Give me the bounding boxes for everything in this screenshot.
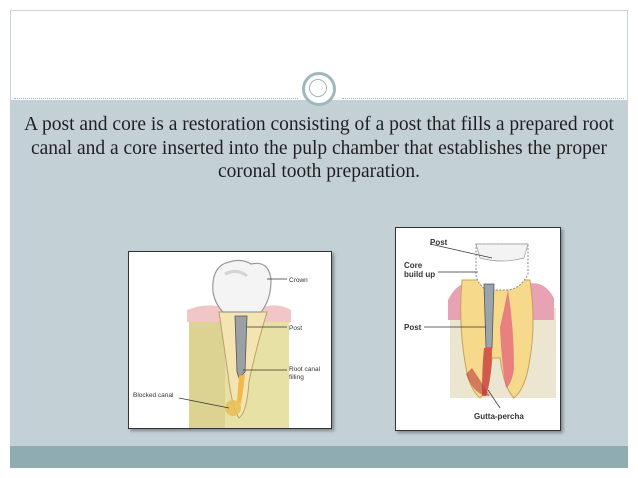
label-crown: Crown: [289, 277, 308, 284]
ring-inner: [309, 79, 327, 97]
label-post: Post: [289, 325, 302, 332]
pulp-canal: [500, 290, 514, 388]
apex-lesion: [466, 368, 490, 396]
core-top: [475, 243, 529, 262]
metal-post: [234, 315, 248, 379]
bone-shade-left: [189, 310, 225, 428]
gum-left: [187, 305, 225, 322]
gutta-percha-fill: [482, 348, 492, 396]
divider-right: [342, 98, 624, 100]
root-canal-filling: [237, 374, 245, 404]
label-build-up: build up: [404, 270, 435, 279]
blocked-canal-mark: [225, 400, 241, 416]
footer-bar: [10, 446, 628, 468]
leader-blocked-canal: [178, 397, 230, 409]
label-blocked-canal: Blocked canal: [133, 392, 174, 399]
label-filling: filling: [289, 374, 304, 381]
label-gutta-percha: Gutta-percha: [474, 412, 524, 421]
gum-right: [528, 283, 554, 320]
metal-post: [483, 283, 495, 349]
tooth-diagram-right: Post Core build up Post Gutta-percha: [404, 238, 556, 421]
leader-post-top: [429, 243, 493, 259]
figure-core-buildup-tooth: Post Core build up Post Gutta-percha: [395, 227, 561, 431]
label-core: Core: [404, 261, 423, 270]
figure-post-crown-tooth: Crown Post Root canal filling Blocked ca…: [128, 251, 332, 429]
label-root-canal: Root canal: [289, 366, 321, 373]
leader-gutta-percha: [487, 389, 501, 409]
ring-ornament: [302, 72, 336, 106]
gum-right: [261, 305, 291, 322]
divider-left: [14, 98, 298, 100]
crown-shape: [212, 259, 272, 313]
label-post: Post: [404, 323, 422, 332]
tooth-diagram-left: Crown Post Root canal filling Blocked ca…: [133, 259, 321, 428]
slide-body-text: A post and core is a restoration consist…: [24, 114, 614, 182]
crown-highlight: [224, 269, 248, 278]
label-post-top: Post: [430, 238, 448, 247]
tooth-root: [460, 279, 534, 399]
